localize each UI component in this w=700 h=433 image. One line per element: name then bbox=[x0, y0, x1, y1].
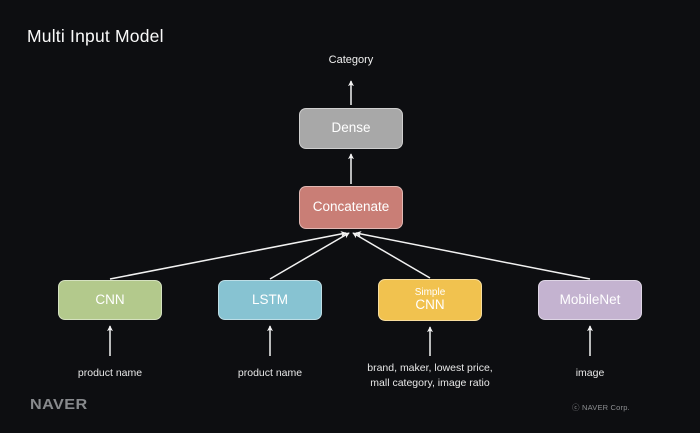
node-concatenate-label: Concatenate bbox=[312, 199, 390, 215]
node-mobilenet-label: MobileNet bbox=[559, 291, 621, 307]
input-label-simple-cnn-line1: brand, maker, lowest price, bbox=[367, 362, 493, 374]
arrow-simplecnn-to-concatenate bbox=[352, 232, 431, 279]
arrow-cnn-to-concatenate bbox=[109, 231, 347, 280]
node-dense: Dense bbox=[299, 108, 403, 149]
node-dense-label: Dense bbox=[331, 120, 371, 136]
input-label-cnn: product name bbox=[77, 367, 143, 379]
page-title: Multi Input Model bbox=[27, 26, 164, 46]
input-label-simple-cnn-line2: mall category, image ratio bbox=[370, 377, 490, 389]
node-lstm: LSTM bbox=[218, 280, 322, 320]
node-mobilenet: MobileNet bbox=[538, 280, 642, 320]
node-concatenate: Concatenate bbox=[299, 186, 403, 229]
node-simple-cnn-label: CNN bbox=[415, 297, 445, 313]
input-label-mobilenet: image bbox=[575, 367, 605, 379]
input-label-simple-cnn: brand, maker, lowest price, mall categor… bbox=[330, 361, 530, 391]
node-lstm-label: LSTM bbox=[251, 291, 288, 307]
naver-logo: NAVER bbox=[30, 396, 88, 413]
node-cnn: CNN bbox=[58, 280, 162, 320]
node-simple-cnn: Simple CNN bbox=[378, 279, 482, 321]
arrow-lstm-to-concatenate bbox=[269, 232, 350, 280]
input-label-lstm: product name bbox=[237, 367, 303, 379]
copyright-text: ⓒ NAVER Corp. bbox=[572, 403, 630, 412]
node-cnn-label: CNN bbox=[95, 291, 125, 307]
output-label-category: Category bbox=[328, 54, 374, 66]
node-simple-cnn-label-top: Simple bbox=[414, 287, 446, 299]
arrow-mobilenet-to-concatenate bbox=[355, 231, 591, 280]
